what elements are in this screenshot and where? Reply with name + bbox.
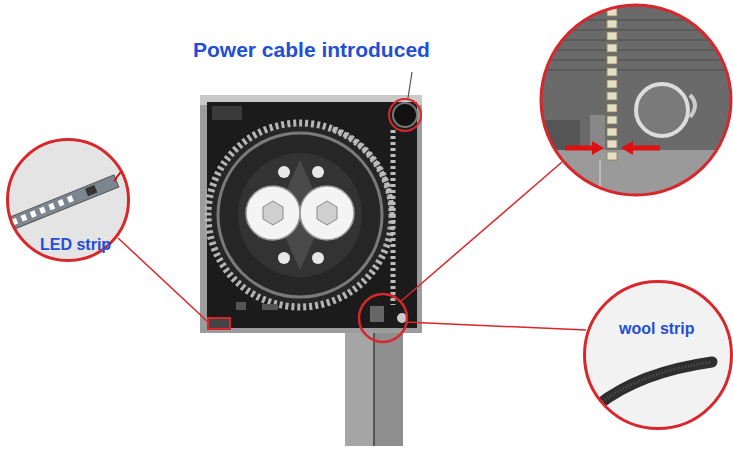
callout-label: wool strip — [619, 320, 695, 338]
circle-border — [585, 282, 732, 429]
callout-label: LED strip — [40, 236, 111, 254]
circle-outline — [583, 280, 733, 430]
callout-circle: wool strip — [583, 280, 733, 430]
callout-circle: LED strip — [6, 138, 130, 262]
circle-border — [8, 140, 129, 261]
part-label: Power cable introduced — [193, 38, 430, 62]
